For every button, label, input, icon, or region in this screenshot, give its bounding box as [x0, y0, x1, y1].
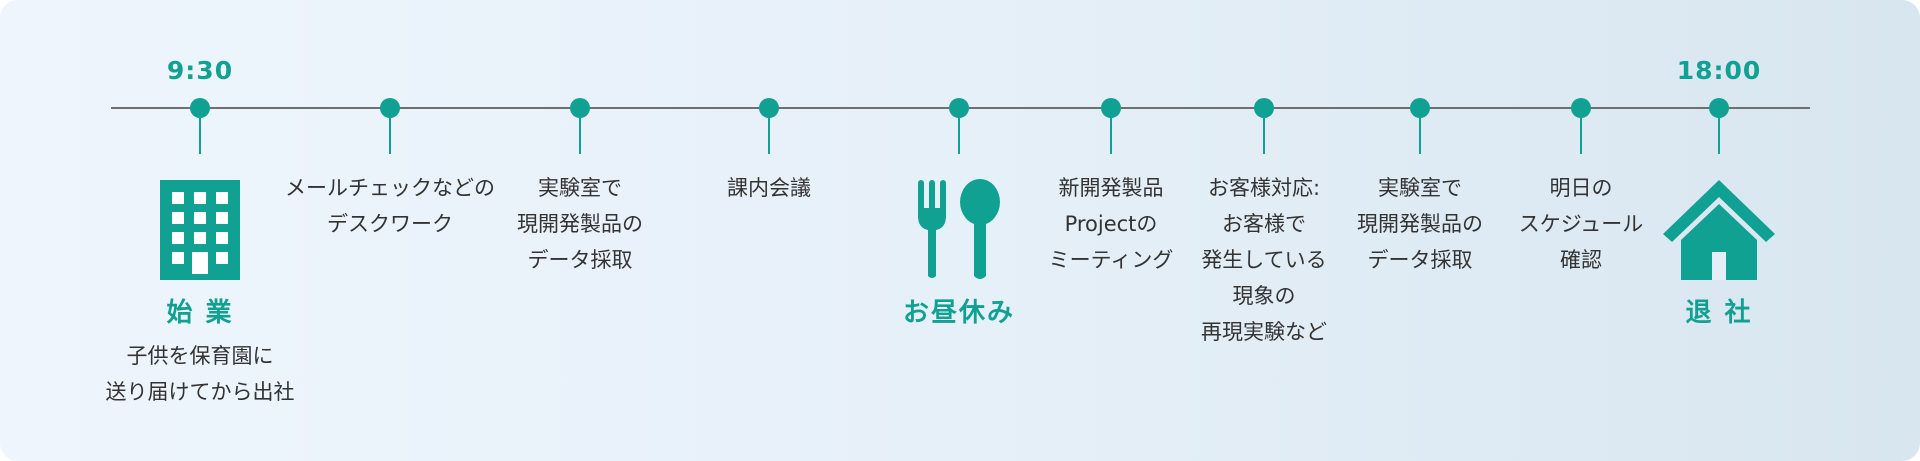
timeline-tick — [1718, 118, 1720, 154]
fork-spoon-icon — [914, 178, 1004, 282]
timeline-dot — [1101, 98, 1121, 118]
start-time: 9:30 — [166, 56, 234, 85]
timeline-tick — [1263, 118, 1265, 154]
timeline-tick — [1419, 118, 1421, 154]
start-title: 始 業 — [166, 298, 234, 328]
timeline-tick — [199, 118, 201, 154]
event-label: メールチェックなどの デスクワーク — [285, 176, 495, 236]
timeline-dot — [759, 98, 779, 118]
timeline-dot — [190, 98, 210, 118]
timeline-tick — [1110, 118, 1112, 154]
timeline-dot — [1709, 98, 1729, 118]
timeline-tick — [958, 118, 960, 154]
event-label: 実験室で 現開発製品の データ採取 — [1357, 176, 1483, 272]
end-time: 18:00 — [1676, 56, 1762, 85]
lunch-title: お昼休み — [902, 298, 1015, 328]
timeline-dot — [570, 98, 590, 118]
timeline-dot — [1410, 98, 1430, 118]
end-title: 退 社 — [1685, 298, 1753, 328]
timeline-dot — [380, 98, 400, 118]
timeline-tick — [389, 118, 391, 154]
start-description: 子供を保育園に 送り届けてから出社 — [105, 344, 295, 404]
timeline-dot — [1571, 98, 1591, 118]
event-label: 新開発製品 Projectの ミーティング — [1048, 176, 1174, 272]
event-label: 課内会議 — [727, 176, 811, 200]
timeline-tick — [1580, 118, 1582, 154]
event-label: 実験室で 現開発製品の データ採取 — [517, 176, 643, 272]
timeline-tick — [579, 118, 581, 154]
event-label: 明日の スケジュール 確認 — [1518, 176, 1644, 272]
home-icon — [1661, 178, 1777, 282]
building-icon — [155, 178, 245, 282]
timeline-dot — [1254, 98, 1274, 118]
timeline-tick — [768, 118, 770, 154]
event-label: お客様対応: お客様で 発生している 現象の 再現実験など — [1201, 176, 1327, 344]
timeline-dot — [949, 98, 969, 118]
